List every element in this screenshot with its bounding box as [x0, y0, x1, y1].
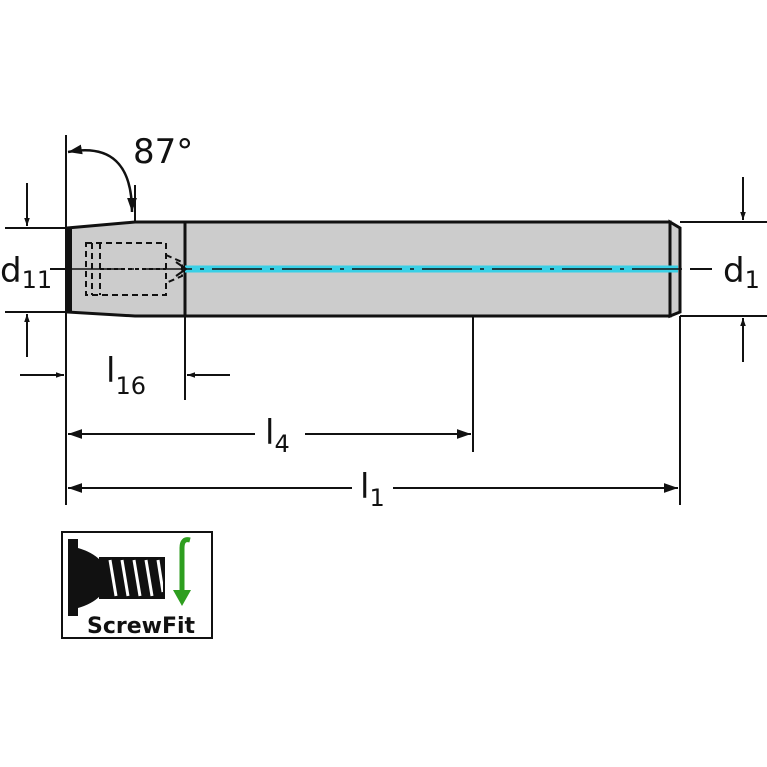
- svg-text:l16: l16: [106, 351, 146, 400]
- angle-dimension: 87°: [67, 132, 193, 222]
- screw-head-icon: [68, 539, 78, 616]
- l16-subscript: 16: [115, 372, 146, 400]
- logo-text: ScrewFit: [87, 614, 196, 639]
- screw-thread-icon: [99, 557, 165, 599]
- front-face: [66, 228, 72, 312]
- d11-subscript: 11: [22, 266, 53, 294]
- dim-d1: d1: [723, 177, 760, 362]
- dim-l1: l1: [68, 467, 678, 512]
- angle-label: 87°: [133, 132, 193, 172]
- screwfit-logo: ScrewFit: [61, 531, 213, 639]
- d1-subscript: 1: [745, 266, 760, 294]
- angle-arc: [67, 144, 137, 213]
- l1-subscript: 1: [369, 484, 384, 512]
- svg-text:d11: d11: [0, 251, 52, 294]
- channel-tip: [175, 261, 188, 277]
- l4-subscript: 4: [274, 430, 289, 458]
- svg-text:d1: d1: [723, 251, 760, 294]
- svg-text:l1: l1: [360, 467, 385, 512]
- tool-body: [65, 219, 700, 319]
- dim-l16: l16: [20, 351, 230, 400]
- l1-label: l: [360, 467, 369, 507]
- l4-label: l: [265, 413, 274, 453]
- d1-label: d: [723, 251, 745, 291]
- extension-lines: [5, 135, 767, 505]
- l16-label: l: [106, 351, 115, 391]
- dim-l4: l4: [68, 413, 471, 458]
- dim-d11: d11: [0, 183, 52, 357]
- d11-label: d: [0, 251, 22, 291]
- svg-text:l4: l4: [265, 413, 290, 458]
- tighten-arrow-icon: [179, 537, 191, 598]
